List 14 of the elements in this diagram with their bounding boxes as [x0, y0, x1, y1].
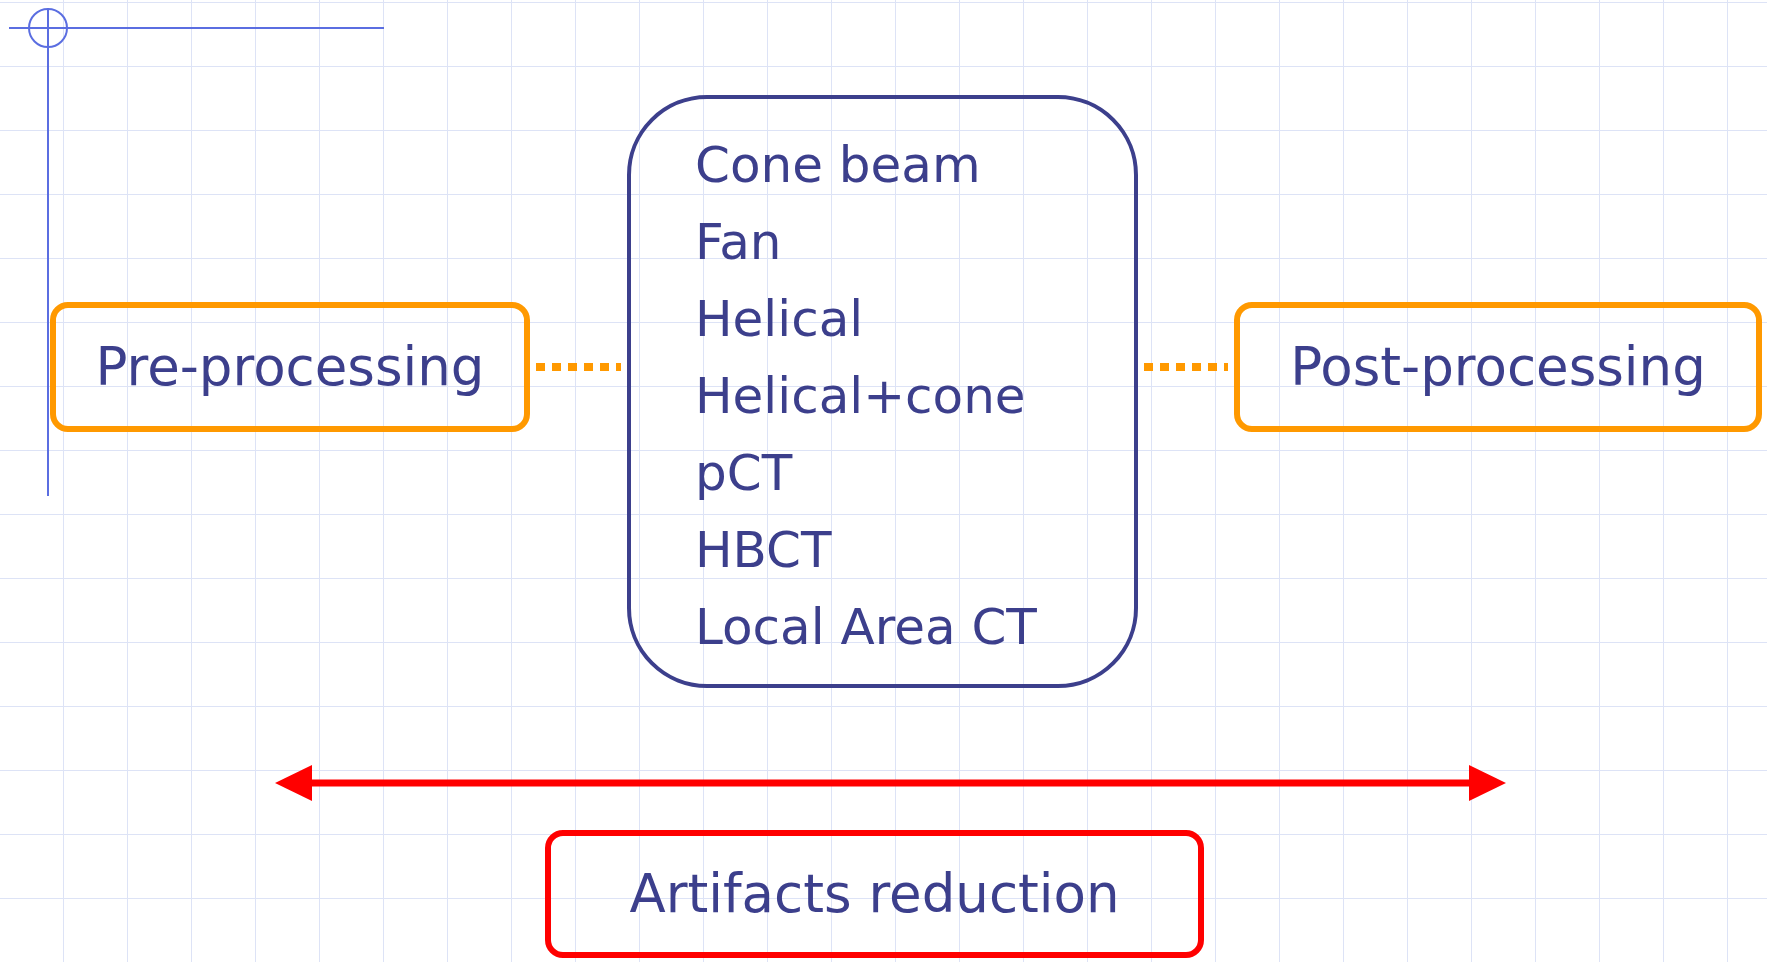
list-item: Fan: [695, 212, 782, 273]
box-label: Artifacts reduction: [629, 862, 1120, 926]
list-item: HBCT: [695, 520, 832, 581]
process-box: [545, 830, 1204, 958]
list-item: pCT: [695, 443, 793, 504]
list-item: Cone beam: [695, 135, 981, 196]
list-item: Helical: [695, 289, 864, 350]
list-item: Local Area CT: [695, 597, 1037, 658]
rounded-box: [627, 95, 1138, 688]
list-item: Helical+cone: [695, 366, 1026, 427]
box-label: Post-processing: [1290, 335, 1706, 399]
box-label: Pre-processing: [95, 335, 485, 399]
process-box: [1234, 302, 1762, 432]
process-box: [50, 302, 530, 432]
